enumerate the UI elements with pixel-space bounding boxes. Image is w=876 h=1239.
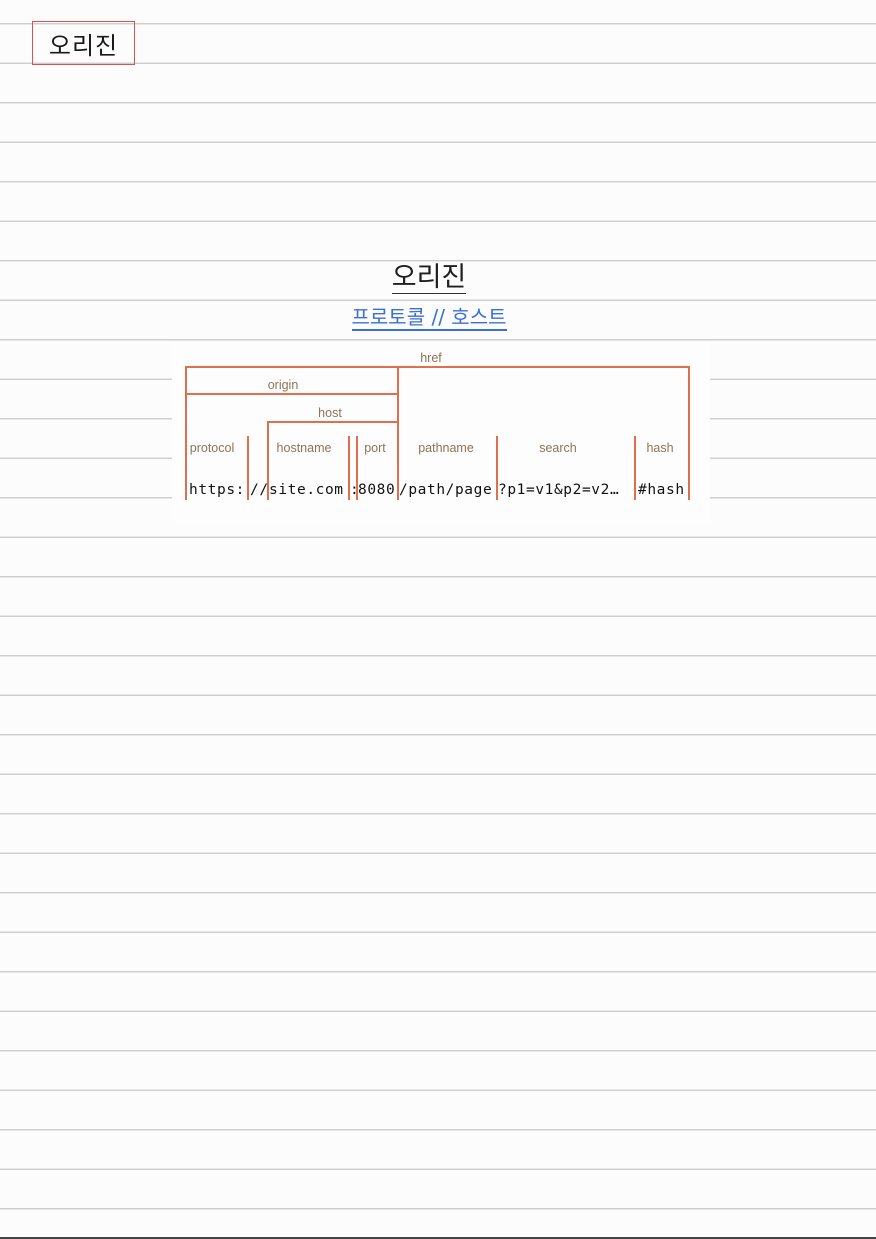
note-heading: 오리진 [0, 262, 858, 294]
url-colon: : [350, 482, 360, 498]
url-port: 8080 [358, 482, 396, 498]
label-host: host [318, 406, 342, 420]
url-search: ?p1=v1&p2=v2… [498, 482, 620, 498]
label-hostname: hostname [276, 441, 332, 455]
label-hash: hash [646, 441, 674, 455]
url-slashes: // [250, 482, 269, 498]
note-subheading-text: 프로토콜 // 호스트 [351, 305, 507, 331]
label-origin: origin [267, 378, 299, 392]
note-heading-text: 오리진 [391, 262, 467, 294]
note-subheading: 프로토콜 // 호스트 [0, 305, 858, 331]
url-structure-diagram: href origin host protocol hostname port … [172, 342, 710, 524]
url-pathname: /path/page [399, 482, 493, 498]
label-protocol: protocol [189, 441, 235, 455]
label-search: search [539, 441, 577, 455]
diagram-brackets [185, 366, 690, 500]
href-bracket [185, 366, 690, 500]
label-port: port [364, 441, 386, 455]
label-href: href [420, 351, 442, 365]
label-pathname: pathname [418, 441, 474, 455]
url-hash: #hash [638, 482, 685, 498]
note-title: 오리진 [48, 31, 119, 60]
host-bracket [267, 421, 398, 500]
page-bottom-border [0, 1237, 876, 1239]
url-protocol: https: [189, 482, 245, 498]
url-hostname: site.com [269, 482, 344, 498]
note-title-box: 오리진 [32, 21, 135, 65]
